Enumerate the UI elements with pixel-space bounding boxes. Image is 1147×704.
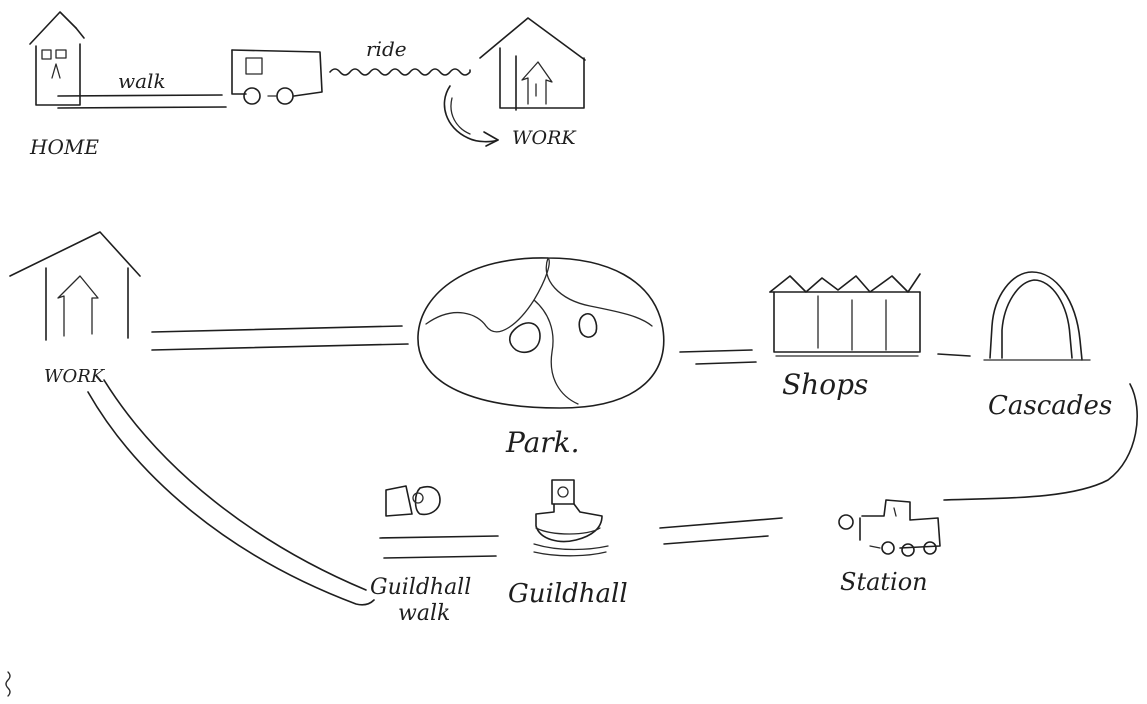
walk-label: walk — [118, 69, 166, 93]
guildhall-walk-icon — [386, 486, 440, 516]
guildhall-label: Guildhall — [508, 579, 628, 609]
shops-icon — [770, 274, 920, 356]
guildhall-walk-to-guildhall-path — [380, 536, 498, 558]
shops-to-cascades-path — [938, 354, 970, 356]
cascades-label: Cascades — [988, 391, 1112, 421]
curved-arrow-icon — [444, 86, 498, 146]
corner-scribble-mark — [6, 672, 10, 696]
work-label: WORK — [44, 366, 106, 387]
park-icon — [418, 258, 664, 408]
bus-icon — [232, 50, 322, 104]
work-to-guildhall-walk-path — [88, 392, 374, 605]
work-label-top: WORK — [512, 127, 577, 149]
park-to-shops-path — [680, 350, 756, 364]
walk-path-line — [58, 95, 226, 108]
ride-label: ride — [366, 37, 407, 61]
home-label: HOME — [29, 135, 99, 159]
station-label: Station — [840, 568, 928, 596]
ride-path-wavy-line — [330, 69, 470, 75]
cascades-arch-icon — [984, 272, 1090, 360]
guildhall-to-station-path — [660, 518, 782, 544]
guildhall-icon — [534, 480, 608, 556]
work-to-park-path — [152, 326, 408, 350]
work-building-icon — [10, 232, 140, 340]
shops-label: Shops — [782, 368, 868, 401]
station-train-icon — [839, 500, 940, 556]
work-building-icon-top — [480, 18, 585, 110]
home-house-icon — [30, 12, 84, 105]
work-to-guildhall-walk-path-inner — [104, 380, 366, 590]
guildhall-walk-label-line1: Guildhall — [370, 575, 471, 600]
park-label: Park. — [505, 426, 580, 459]
guildhall-walk-label-line2: walk — [398, 601, 450, 626]
